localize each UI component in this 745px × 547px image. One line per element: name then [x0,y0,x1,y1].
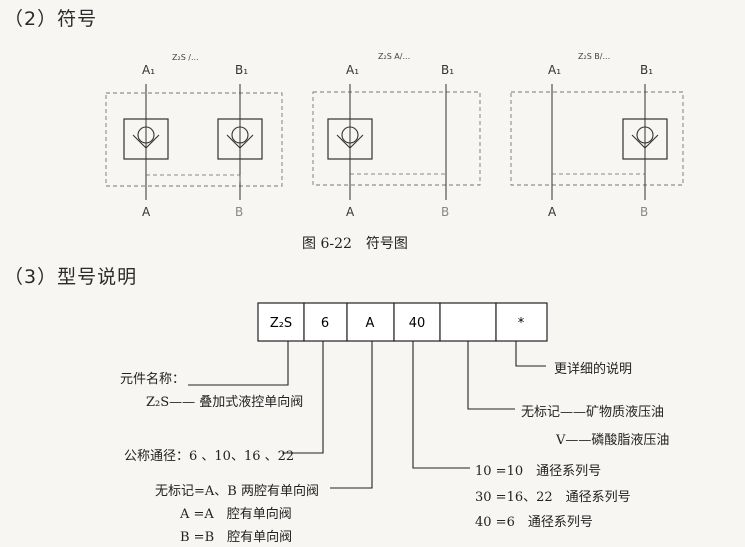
section-3-heading: （3）型号说明 [4,266,138,288]
figure-caption: 图 6-22 符号图 [302,236,408,252]
model-box-type: Z₂S [270,316,292,331]
symbol-2-port-b1: B₁ [441,63,454,77]
symbol-2-port-b: B [441,205,449,219]
symbol-z2s-both: Z₂S /... A₁ B₁ A B [105,53,283,219]
expl-chamber-3: B =B 腔有单向阀 [180,530,293,545]
expl-series-3: 40 =6 通径系列号 [475,515,593,530]
symbol-2-port-a1: A₁ [346,63,359,77]
symbol-2-port-a: A [346,205,355,219]
model-box-detail: * [518,316,525,331]
expl-chamber-1: 无标记=A、B 两腔有单向阀 [155,484,319,499]
expl-bore-label: 公称通径：6 、10、16 、22 [124,449,295,464]
expl-series-1: 10 =10 通径系列号 [475,464,602,479]
model-box-chamber: A [366,316,375,331]
symbol-1-port-b: B [235,205,243,219]
symbol-z2s-a: Z₂S A/... A₁ B₁ A B [312,52,481,219]
symbol-1-port-b1: B₁ [235,63,248,77]
model-box-series: 40 [409,316,426,331]
symbol-1-port-a1: A₁ [142,63,155,77]
expl-name-label: 元件名称： [120,372,186,387]
model-box-bore: 6 [321,316,329,331]
model-code-boxes: Z₂S 6 A 40 * [257,302,548,342]
symbol-1-code: Z₂S /... [172,53,199,62]
symbol-3-port-b: B [640,205,648,219]
symbol-2-code: Z₂S A/... [378,52,410,61]
expl-name-value: Z₂S—— 叠加式液控单向阀 [146,395,304,410]
symbol-z2s-b: Z₂S B/... A₁ B₁ A B [510,52,684,219]
symbol-1-port-a: A [142,205,151,219]
expl-chamber-2: A =A 腔有单向阀 [180,507,292,522]
symbol-3-code: Z₂S B/... [578,52,610,61]
symbol-3-port-b1: B₁ [640,63,653,77]
expl-detail: 更详细的说明 [554,362,633,377]
expl-oil-2: V——磷酸脂液压油 [556,433,670,448]
leader-lines [188,341,546,489]
symbol-3-port-a: A [548,205,557,219]
expl-oil-1: 无标记——矿物质液压油 [521,405,665,420]
expl-series-2: 30 =16、22 通径系列号 [475,490,631,505]
symbol-3-port-a1: A₁ [548,63,561,77]
section-2-heading: （2）符号 [4,8,98,30]
